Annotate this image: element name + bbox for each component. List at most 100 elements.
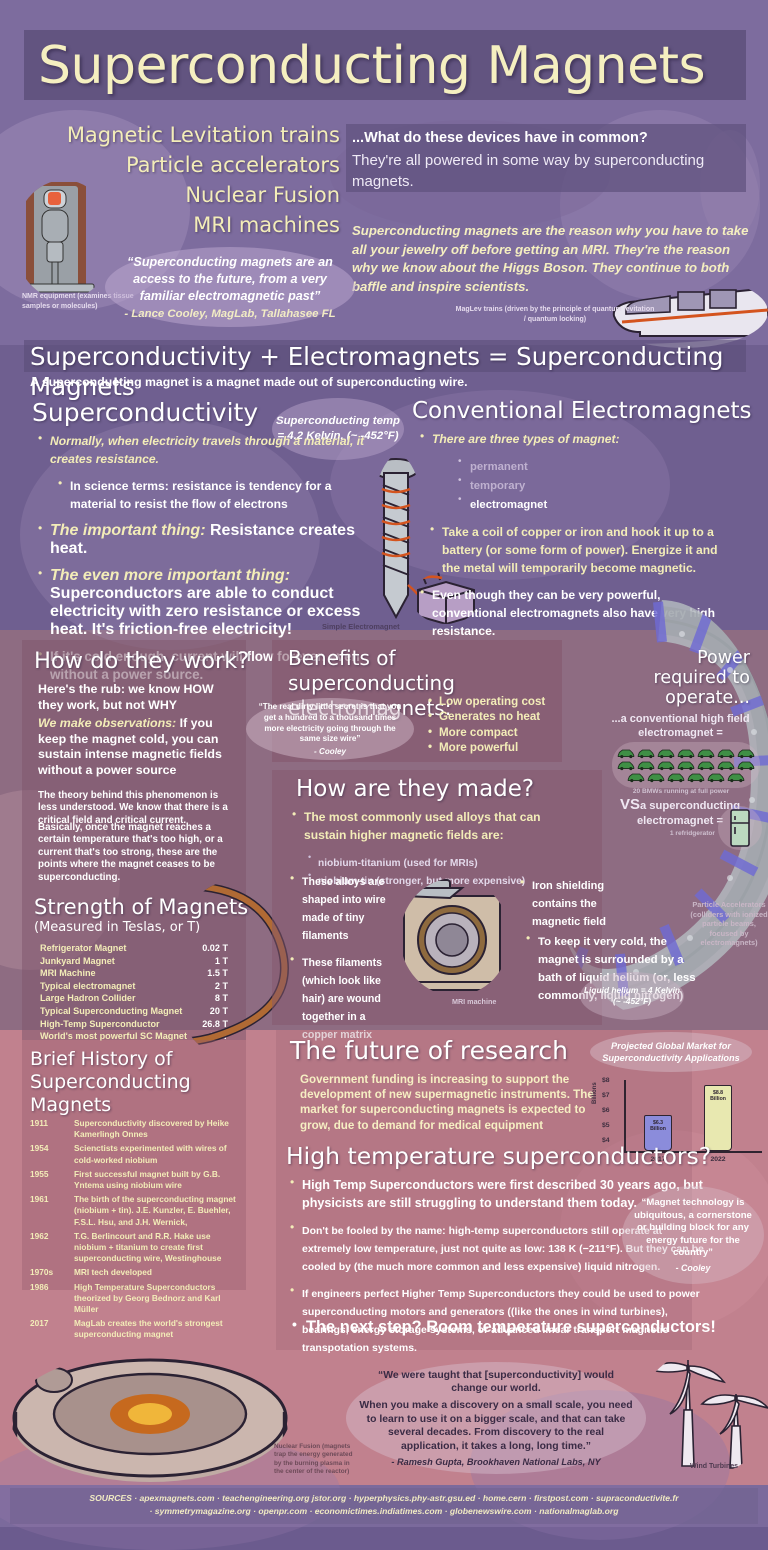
magnet-value: 20 T xyxy=(209,1005,228,1016)
quote-attribution: - Cooley xyxy=(314,746,346,756)
device-item: MRI machines xyxy=(193,213,340,237)
power-vs-line: VSa superconducting electromagnet = xyxy=(600,797,760,828)
future-body: Government funding is increasing to supp… xyxy=(300,1073,594,1132)
benefit-item: Generates no heat xyxy=(428,708,568,724)
liquid-helium-text: Liquid helium = 4 Kelvin (~ -452°F) xyxy=(583,985,681,1006)
how-work-paragraph-3: The theory behind this phenomenon is les… xyxy=(38,790,228,826)
history-entry: 1970s MRI tech developed xyxy=(30,1267,240,1278)
device-item: Magnetic Levitation trains xyxy=(66,123,340,147)
device-item: Nuclear Fusion xyxy=(185,183,340,207)
chart-y-tick: $4 xyxy=(602,1137,610,1144)
how-work-paragraph-1: Here's the rub: we know HOW they work, b… xyxy=(38,682,214,712)
iron-shielding-point: Iron shielding contains the magnetic fie… xyxy=(518,875,648,939)
page-title: Superconducting Magnets xyxy=(38,36,706,96)
magnet-value: 2 T xyxy=(214,980,228,991)
bullet-text: High Temp Superconductors were first des… xyxy=(302,1178,703,1210)
future-heading: The future of research xyxy=(290,1036,568,1065)
projected-market-chart: Billions $8 $7 $6 $5 $4 $6.3 Billion $8.… xyxy=(592,1074,762,1174)
table-row: Typical electromagnet 2 T xyxy=(40,980,228,993)
car-icon xyxy=(737,749,755,759)
superconductivity-points: Normally, when electricity travels throu… xyxy=(36,431,366,693)
strength-heading: Strength of Magnets xyxy=(34,895,249,919)
sub-bullet-text: electromagnet xyxy=(470,499,548,511)
history-text: T.G. Berlincourt and R.R. Hake use niobi… xyxy=(74,1230,222,1264)
car-icon xyxy=(727,773,745,783)
history-year: 1955 xyxy=(30,1168,49,1179)
bullet-point: Iron shielding contains the magnetic fie… xyxy=(518,875,648,930)
bullet-point: Normally, when electricity travels throu… xyxy=(36,431,366,468)
bullet-point: High Temp Superconductors were first des… xyxy=(288,1175,708,1212)
chart-title: Projected Global Market for Superconduct… xyxy=(602,1041,740,1063)
caption-nuclear-fusion: Nuclear Fusion (magnets trap the energy … xyxy=(274,1443,353,1476)
equation-banner xyxy=(24,340,746,372)
cold-bath-point: To keep it very cold, the magnet is surr… xyxy=(524,931,709,1013)
car-icon xyxy=(617,761,635,771)
sources-label: SOURCES xyxy=(89,1493,132,1503)
final-quote-bubble: “We were taught that [superconductivity]… xyxy=(346,1362,646,1474)
bullet-point: In science terms: resistance is tendency… xyxy=(56,476,366,513)
history-year: 1970s xyxy=(30,1267,54,1278)
sub-bullet: niobium-titanium (used for MRIs) xyxy=(308,852,550,871)
bmw-car-grid xyxy=(612,742,760,788)
magnet-name: Junkyard Magnet xyxy=(40,955,115,966)
brief-history-card xyxy=(22,1040,246,1290)
history-text: Superconductivity discovered by Heike Ka… xyxy=(74,1118,229,1140)
final-quote-line-2: When you make a discovery on a small sca… xyxy=(359,1399,633,1452)
refrigerator-icon xyxy=(730,809,750,847)
sources-line-2: · symmetrymagazine.org · openpr.com · ec… xyxy=(149,1506,619,1517)
bullet-text: Resistance creates heat. xyxy=(50,522,355,557)
chart-x-tick: 2022 xyxy=(710,1156,726,1163)
common-answer: They're all powered in some way by super… xyxy=(352,152,705,190)
bullet-text: Even though they can be very powerful, c… xyxy=(432,588,715,638)
high-temp-points: High Temp Superconductors were first des… xyxy=(288,1175,708,1365)
chart-bar-label: $8.8 Billion xyxy=(710,1090,726,1102)
common-question-panel xyxy=(346,124,746,192)
car-icon xyxy=(677,749,695,759)
equation-title: Superconductivity + Electromagnets = Sup… xyxy=(30,342,724,401)
made-left-points: These alloys are shaped into wire made o… xyxy=(288,871,398,1052)
how-work-paragraph-4: Basically, once the magnet reaches a cer… xyxy=(38,822,223,883)
history-year: 1962 xyxy=(30,1230,49,1241)
history-text: The birth of the superconducting magnet … xyxy=(74,1194,236,1227)
caption-mri-machine: MRI machine xyxy=(452,997,497,1006)
car-icon xyxy=(737,761,755,771)
quote-bubble-cooley-3: “Magnet technology is ubiquitous, a corn… xyxy=(622,1186,764,1284)
history-text: First successful magnet built by G.B. Yn… xyxy=(74,1168,221,1191)
car-icon xyxy=(697,749,715,759)
bullet-text: Normally, when electricity travels throu… xyxy=(50,434,365,466)
car-icon xyxy=(717,749,735,759)
quote-attribution: - Cooley xyxy=(675,1262,711,1273)
sub-bullet-text: niobium-titanium (used for MRIs) xyxy=(318,858,478,869)
history-text: MRI tech developed xyxy=(74,1267,152,1278)
magnet-name: Large Hadron Collider xyxy=(40,993,136,1004)
magnet-name: High-Temp Superconductor xyxy=(40,1018,160,1029)
magnet-name: Typical electromagnet xyxy=(40,980,136,991)
caption-wind-turbines: Wind Turbines xyxy=(690,1463,739,1470)
bullet-text: These alloys are shaped into wire made o… xyxy=(302,876,386,942)
magnet-name: Refrigerator Magnet xyxy=(40,943,127,953)
magnet-name: World's most powerful SC Magnet xyxy=(40,1031,187,1042)
bullet-point: Don't be fooled by the name: high-temp s… xyxy=(288,1220,708,1275)
history-year: 1961 xyxy=(30,1194,49,1205)
how-work-p2-rest: If you keep the magnet cold, you can sus… xyxy=(38,716,222,777)
chart-x-tick: 2017 xyxy=(650,1156,666,1163)
sc-electromagnet-label: a superconducting electromagnet = xyxy=(636,800,741,827)
car-icon xyxy=(637,749,655,759)
how-work-paragraph-2: We make observations: If you keep the ma… xyxy=(38,716,238,778)
benefit-item: Low operating cost xyxy=(428,693,568,709)
car-icon xyxy=(717,761,735,771)
bullet-point: Even though they can be very powerful, c… xyxy=(418,585,718,640)
chart-y-axis-label: Billions xyxy=(592,1082,598,1104)
quote-bubble-cooley-1: “Superconducting magnets are an access t… xyxy=(105,247,355,327)
bullet-text: In science terms: resistance is tendency… xyxy=(70,479,332,511)
bullet-lead: The important thing: xyxy=(50,522,206,539)
high-temp-heading: High temperature superconductors? xyxy=(286,1142,712,1170)
magnet-value: 1 T xyxy=(214,955,228,966)
magnet-value: 1.5 T xyxy=(207,968,228,979)
intro-paragraph: Superconducting magnets are the reason w… xyxy=(352,223,749,294)
history-entry: 1962 T.G. Berlincourt and R.R. Hake use n… xyxy=(30,1231,240,1265)
bullet-point: There are three types of magnet: xyxy=(418,429,718,448)
